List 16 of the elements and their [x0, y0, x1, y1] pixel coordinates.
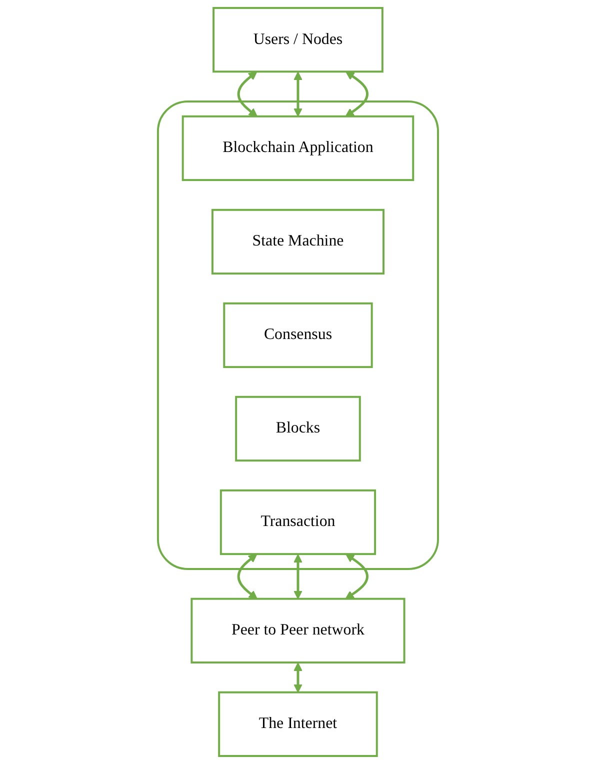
arrow — [294, 662, 302, 693]
node-box: Users / Nodes — [212, 6, 384, 73]
node-box: The Internet — [218, 691, 378, 757]
node-box: State Machine — [211, 208, 385, 275]
arrow — [294, 72, 302, 117]
arrow — [294, 554, 302, 600]
cluster — [156, 100, 440, 570]
node-box: Blockchain Application — [182, 115, 414, 182]
node-box: Blocks — [235, 396, 361, 462]
arrow — [345, 554, 368, 600]
node-box: Consensus — [223, 302, 373, 368]
arrow — [345, 71, 368, 117]
node-box: Peer to Peer network — [190, 598, 406, 664]
arrow — [237, 71, 258, 117]
arrow — [237, 554, 258, 600]
node-box: Transaction — [220, 489, 376, 556]
